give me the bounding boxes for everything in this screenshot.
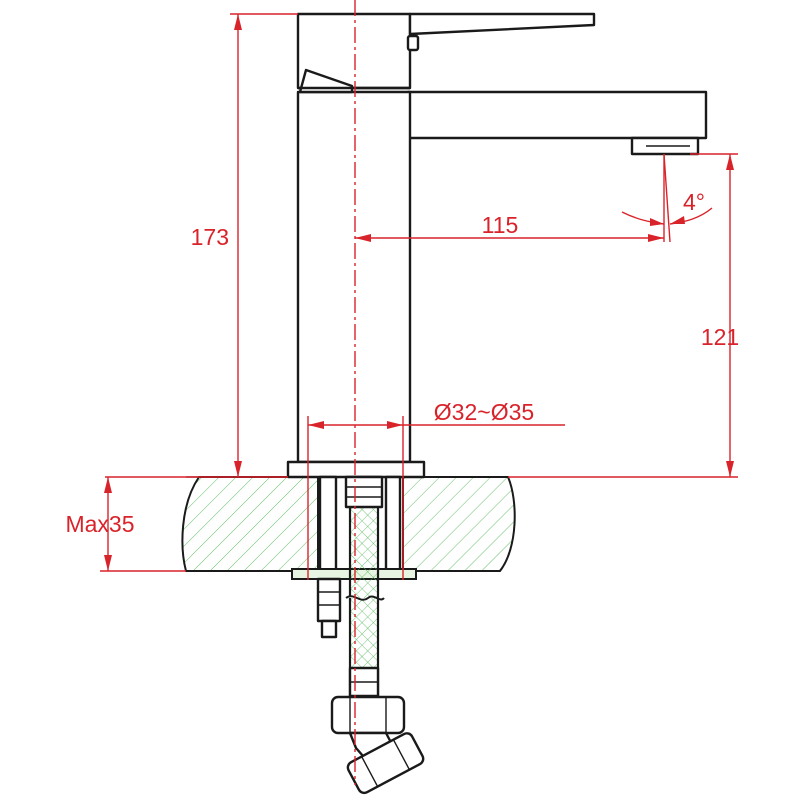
spout <box>406 90 708 140</box>
arrow-max35-bottom <box>104 555 112 571</box>
mounting-bolt-left <box>318 475 338 579</box>
dimension-spout-height: 121 <box>508 153 739 478</box>
arrow-angle-right <box>670 216 685 224</box>
supply-hose <box>348 475 380 697</box>
dimension-max-thickness: Max35 <box>65 477 186 572</box>
handle-indicator <box>406 34 420 52</box>
handle-lever <box>408 12 596 36</box>
spout-reach-label: 115 <box>482 212 519 238</box>
mounting-bolt-right <box>384 475 402 579</box>
base-flange <box>286 460 426 479</box>
countertop-left <box>181 476 319 572</box>
arrow-115-left <box>355 234 371 242</box>
arrow-121-bottom <box>726 461 734 477</box>
hose-upper-fitting <box>344 475 384 509</box>
angle-flow-line <box>663 153 671 243</box>
arrow-angle-left <box>650 218 664 226</box>
arrow-max35-top <box>104 477 112 493</box>
arrow-121-top <box>726 154 734 170</box>
arrow-173-top <box>234 14 242 30</box>
hole-diameter-label: Ø32~Ø35 <box>434 399 534 425</box>
handle-wedge <box>298 68 354 94</box>
arrow-hole-right <box>387 421 403 429</box>
arrow-173-bottom <box>234 461 242 477</box>
max-thickness-label: Max35 <box>65 511 134 537</box>
arrow-hole-left <box>308 421 324 429</box>
arrow-115-right <box>648 234 664 242</box>
countertop-right <box>402 476 516 572</box>
valve-hex-nut-lower <box>346 732 425 795</box>
dimension-total-height: 173 <box>105 13 298 478</box>
threaded-stud <box>316 577 342 623</box>
valve-hex-nut-upper <box>330 695 406 735</box>
hose-break-mark <box>345 595 385 601</box>
spout-angle-label: 4° <box>683 189 705 215</box>
total-height-label: 173 <box>191 224 229 250</box>
dimension-spout-reach: 115 <box>355 212 664 242</box>
faucet <box>286 12 708 795</box>
spout-height-label: 121 <box>701 324 739 350</box>
dimension-hole-diameter: Ø32~Ø35 <box>307 399 565 580</box>
dimension-spout-angle: 4° <box>621 153 713 243</box>
threaded-stud-tip <box>320 619 338 639</box>
countertop-section <box>181 476 516 572</box>
faucet-column <box>296 90 412 464</box>
